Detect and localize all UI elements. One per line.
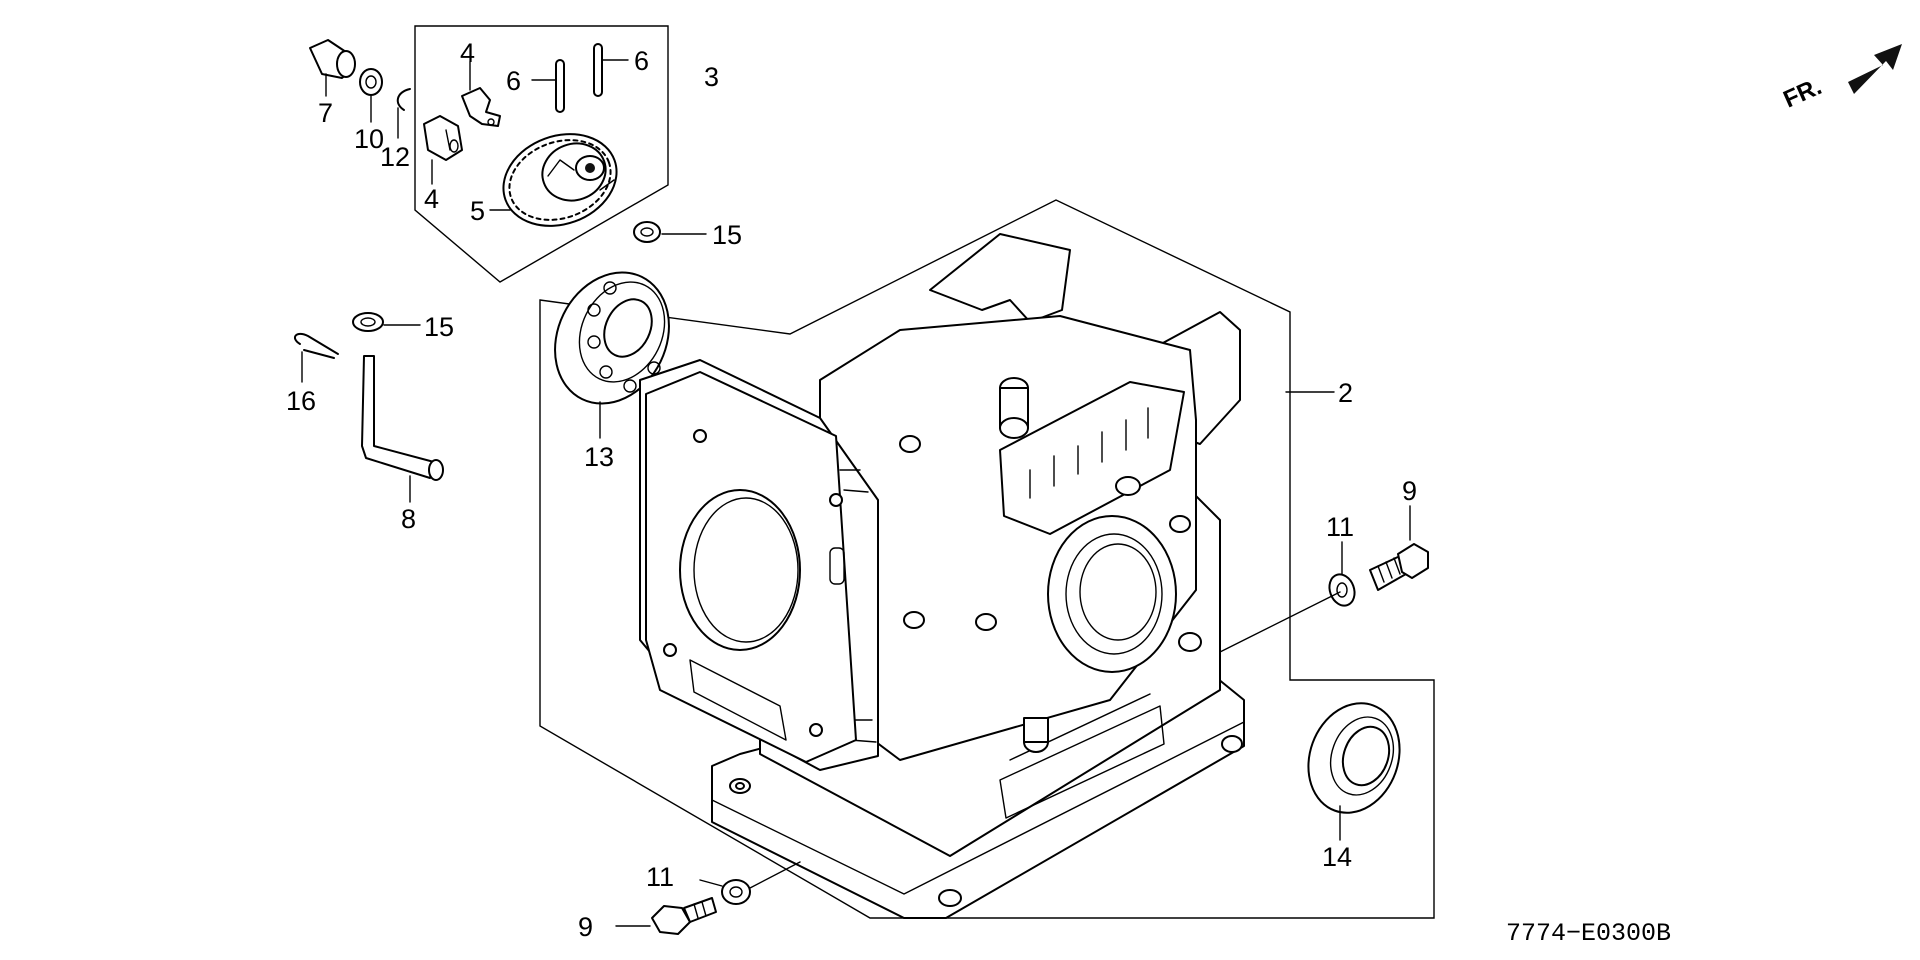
governor-arm-shaft [309,39,356,79]
sealing-washer-11-lower [721,879,751,905]
pin-6-left [555,59,565,113]
drain-bolt-9-upper [1369,543,1429,591]
governor-assembly-boundary [414,25,669,283]
callout-4-upper: 4 [460,38,475,68]
drain-bolt-9-lower [651,897,717,935]
washer-10 [359,68,383,96]
sealing-washer-11-upper [1328,573,1356,607]
callout-13: 13 [584,442,614,472]
callout-10: 10 [354,124,384,154]
ball-bearing [554,271,670,405]
callout-8: 8 [401,504,416,534]
callout-15-lower: 15 [424,312,454,342]
breather-tube [361,355,444,481]
cylinder-block [639,233,1245,919]
washer-15-lower [352,312,384,332]
front-direction-label: FR. [1779,73,1825,113]
oil-seal [1307,702,1401,814]
callout-2: 2 [1338,378,1353,408]
governor-holder-upper [461,87,501,127]
governor-gear [502,133,618,227]
pin-6-right [593,43,603,97]
callout-7: 7 [318,98,333,128]
callout-4-lower: 4 [424,184,439,214]
callout-15-upper: 15 [712,220,742,250]
diagram-code: 7774−E0300B [1506,919,1671,948]
callout-11-lower: 11 [646,862,674,892]
callout-16: 16 [286,386,316,416]
cylinder-block-boundary [539,199,1435,919]
governor-holder-lower [423,115,463,161]
washer-15-upper [633,221,661,243]
callout-6-right: 6 [634,46,649,76]
clip-12 [396,88,411,111]
callout-9-lower: 9 [578,912,593,942]
front-direction-arrow-icon [1848,44,1902,94]
callout-3: 3 [704,62,719,92]
callout-14: 14 [1322,842,1352,872]
callout-6-left: 6 [506,66,521,96]
callout-12: 12 [380,142,410,172]
callout-5: 5 [470,196,485,226]
clip-16 [293,332,339,359]
callout-9-upper: 9 [1402,476,1417,506]
callout-11-upper: 11 [1326,512,1354,542]
